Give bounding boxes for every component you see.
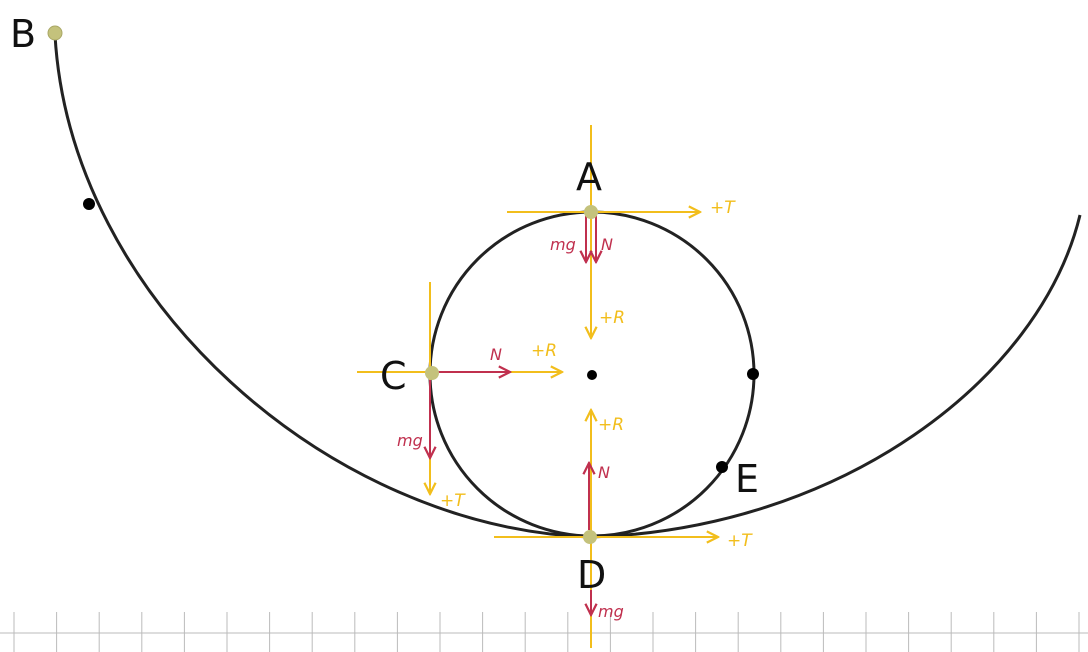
point-d-label: D <box>577 553 606 597</box>
point-c-n-label: N <box>490 345 502 364</box>
point-d-marker <box>583 530 597 544</box>
point-d-plus-r-label: +R <box>598 415 624 435</box>
loop-right-dot <box>747 368 759 380</box>
point-a-plus-t-label: +T <box>710 198 736 218</box>
point-c-axes <box>357 282 562 494</box>
track-curve <box>53 34 1082 539</box>
point-d-axes <box>494 410 718 648</box>
point-a-mg-label: mg <box>550 235 576 254</box>
point-e-dot <box>716 461 728 473</box>
point-a-label: A <box>576 155 602 199</box>
grid-strip <box>0 612 1088 652</box>
point-c-mg-label: mg <box>397 431 423 450</box>
point-e-label: E <box>735 457 759 501</box>
point-a-plus-r-label: +R <box>599 308 625 328</box>
point-a-axes <box>507 125 700 338</box>
point-c-plus-r-label: +R <box>531 341 557 361</box>
point-a-n-label: N <box>601 235 613 254</box>
point-c-plus-t-label: +T <box>440 491 466 511</box>
point-c-label: C <box>380 354 407 398</box>
loop-center-dot <box>587 370 597 380</box>
point-d-plus-t-label: +T <box>727 531 753 551</box>
point-a-marker <box>584 205 598 219</box>
point-d-n-label: N <box>598 463 610 482</box>
point-b-label: B <box>10 12 36 56</box>
point-d-mg-label: mg <box>598 602 624 621</box>
point-c-marker <box>425 366 439 380</box>
point-b-marker <box>47 25 63 41</box>
track-dot-left <box>83 198 95 210</box>
